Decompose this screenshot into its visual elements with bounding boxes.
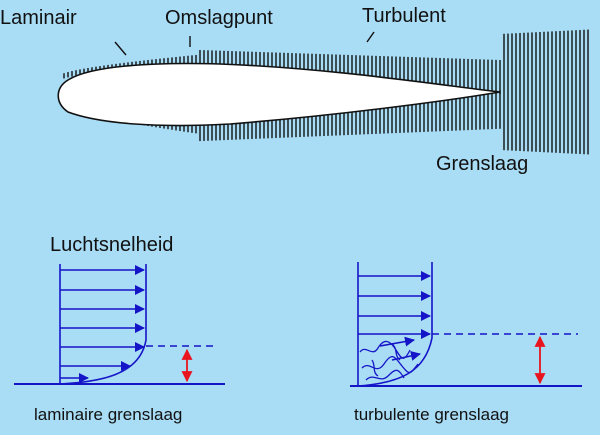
laminar-boundary-layer-label: laminaire grenslaag bbox=[34, 405, 182, 424]
turbulent-velocity-arrow bbox=[379, 336, 415, 347]
boundary-layer-label: Grenslaag bbox=[436, 153, 528, 175]
turbulent-eddies bbox=[359, 340, 419, 381]
turbulent-leader-line bbox=[366, 31, 375, 43]
airfoil-shape bbox=[57, 62, 501, 127]
turbulent-label: Turbulent bbox=[362, 5, 446, 27]
transition-point-label: Omslagpunt bbox=[165, 7, 273, 29]
laminar-velocity-profile bbox=[14, 264, 225, 385]
air-speed-label: Luchtsnelheid bbox=[50, 234, 173, 256]
turbulent-boundary-layer-label: turbulente grenslaag bbox=[354, 405, 509, 424]
turbulent-profile-curve bbox=[357, 262, 433, 387]
laminar-profile-curve bbox=[59, 264, 147, 385]
laminar-label: Laminair bbox=[0, 7, 77, 29]
turbulent-velocity-profile bbox=[350, 262, 582, 387]
laminar-leader-line bbox=[114, 41, 127, 56]
